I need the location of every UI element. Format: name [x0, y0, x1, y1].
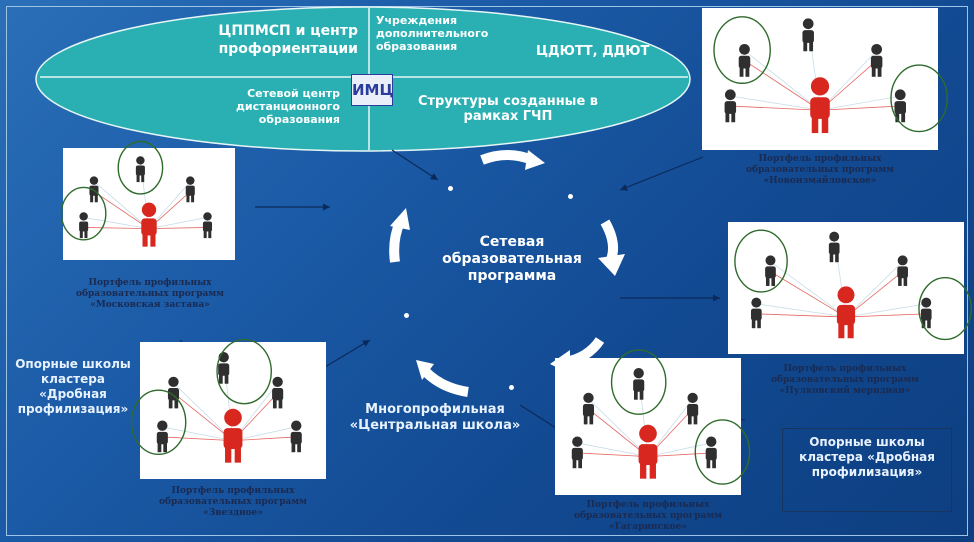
cycle-dot-1 [448, 186, 453, 191]
highlight-circle [60, 186, 107, 241]
network-line [819, 95, 901, 111]
person-figure [828, 231, 840, 263]
red-link [756, 313, 847, 318]
network-line [173, 382, 234, 441]
network-line [730, 95, 821, 111]
center-person-figure [638, 424, 658, 479]
red-link [577, 452, 649, 458]
caption-moskovskaya: Портфель профильных образовательных прог… [76, 278, 224, 310]
red-link [588, 408, 649, 457]
red-link [173, 392, 234, 441]
network-line [93, 181, 150, 229]
network-line [756, 303, 847, 318]
caption-pulkovskiy: Портфель профильных образовательных прог… [771, 364, 919, 396]
network-line [162, 426, 234, 442]
card-network-0 [60, 140, 213, 247]
person-figure [156, 420, 168, 453]
red-link [845, 271, 903, 318]
person-figure [135, 156, 145, 183]
network-program-title: Сетевая образовательная программа [442, 234, 582, 284]
center-person-figure [810, 77, 830, 134]
highlight-circle [216, 338, 272, 405]
person-figure [894, 89, 906, 123]
caption-zvezdnoe: Портфель профильных образовательных прог… [159, 486, 307, 518]
person-figure [802, 18, 814, 52]
imc-logo-text: ИМЦ [352, 81, 394, 99]
network-line [845, 261, 903, 318]
person-figure [687, 392, 699, 425]
red-link [845, 313, 927, 318]
highlight-circle [890, 64, 948, 133]
person-figure [571, 436, 583, 469]
highlight-circle [130, 389, 187, 456]
person-figure [582, 392, 595, 425]
person-figure [185, 176, 195, 203]
red-link [148, 227, 208, 230]
red-link [819, 105, 901, 111]
cycle-dot-3 [404, 313, 409, 318]
person-figure [202, 212, 213, 239]
network-line [845, 303, 927, 318]
person-figure [633, 368, 645, 400]
red-link [83, 227, 150, 230]
red-link [647, 452, 712, 458]
ellipse-gchp-label: Структуры созданные в рамках ГЧП [417, 94, 599, 124]
ellipse-cppmsp-label: ЦППМСП и центр профориентации [218, 23, 358, 57]
support-schools-right-box: Опорные школы кластера «Дробная профилиз… [782, 428, 952, 512]
ellipse-distance-center-label: Сетевой центр дистанционного образования [236, 87, 340, 126]
caption-gagarinskoe: Портфель профильных образовательных прог… [574, 500, 722, 532]
card-network-3 [130, 338, 302, 463]
highlight-circle [694, 419, 751, 485]
network-line [770, 261, 847, 318]
network-line [83, 217, 150, 230]
person-figure [705, 436, 717, 469]
support-schools-left: Опорные школы кластера «Дробная профилиз… [15, 357, 131, 416]
caption-novoizmaylovskoe: Портфель профильных образовательных прог… [746, 154, 894, 186]
red-link [162, 436, 234, 442]
person-figure [272, 376, 284, 409]
support-schools-right: Опорные школы кластера «Дробная профилиз… [799, 435, 935, 479]
red-link [93, 191, 150, 229]
person-figure [765, 255, 776, 286]
network-line [647, 442, 712, 458]
red-link [770, 271, 847, 318]
red-link [730, 105, 821, 111]
person-figure [738, 43, 751, 77]
center-person-figure [223, 408, 243, 463]
network-line [744, 50, 821, 111]
red-link [232, 436, 297, 442]
ellipse-cdyutt-label: ЦДЮТТ, ДДЮТ [536, 44, 650, 59]
person-figure [290, 420, 302, 453]
network-line [148, 217, 208, 230]
ellipse-additional-edu-label: Учреждения дополнительного образования [376, 14, 489, 53]
highlight-circle [117, 140, 164, 195]
network-line [577, 442, 649, 458]
person-figure [750, 297, 762, 329]
highlight-circle [713, 16, 771, 84]
center-person-figure [836, 286, 856, 339]
card-network-4 [571, 349, 751, 485]
highlight-circle [918, 277, 972, 341]
network-line [232, 426, 297, 442]
person-figure [79, 212, 89, 239]
network-line [588, 398, 649, 457]
center-person-figure [141, 202, 157, 247]
person-figure [724, 89, 737, 123]
card-network-1 [713, 16, 948, 134]
cycle-dot-4 [509, 385, 514, 390]
person-figure [920, 297, 932, 329]
card-network-2 [734, 229, 972, 341]
person-figure [870, 43, 883, 77]
red-link [744, 60, 821, 111]
person-figure [897, 255, 908, 286]
central-school-label: Многопрофильная «Центральная школа» [349, 402, 521, 433]
cycle-dot-2 [568, 194, 573, 199]
imc-logo: ИМЦ [351, 74, 393, 106]
highlight-circle [734, 229, 788, 293]
highlight-circle [610, 349, 667, 415]
